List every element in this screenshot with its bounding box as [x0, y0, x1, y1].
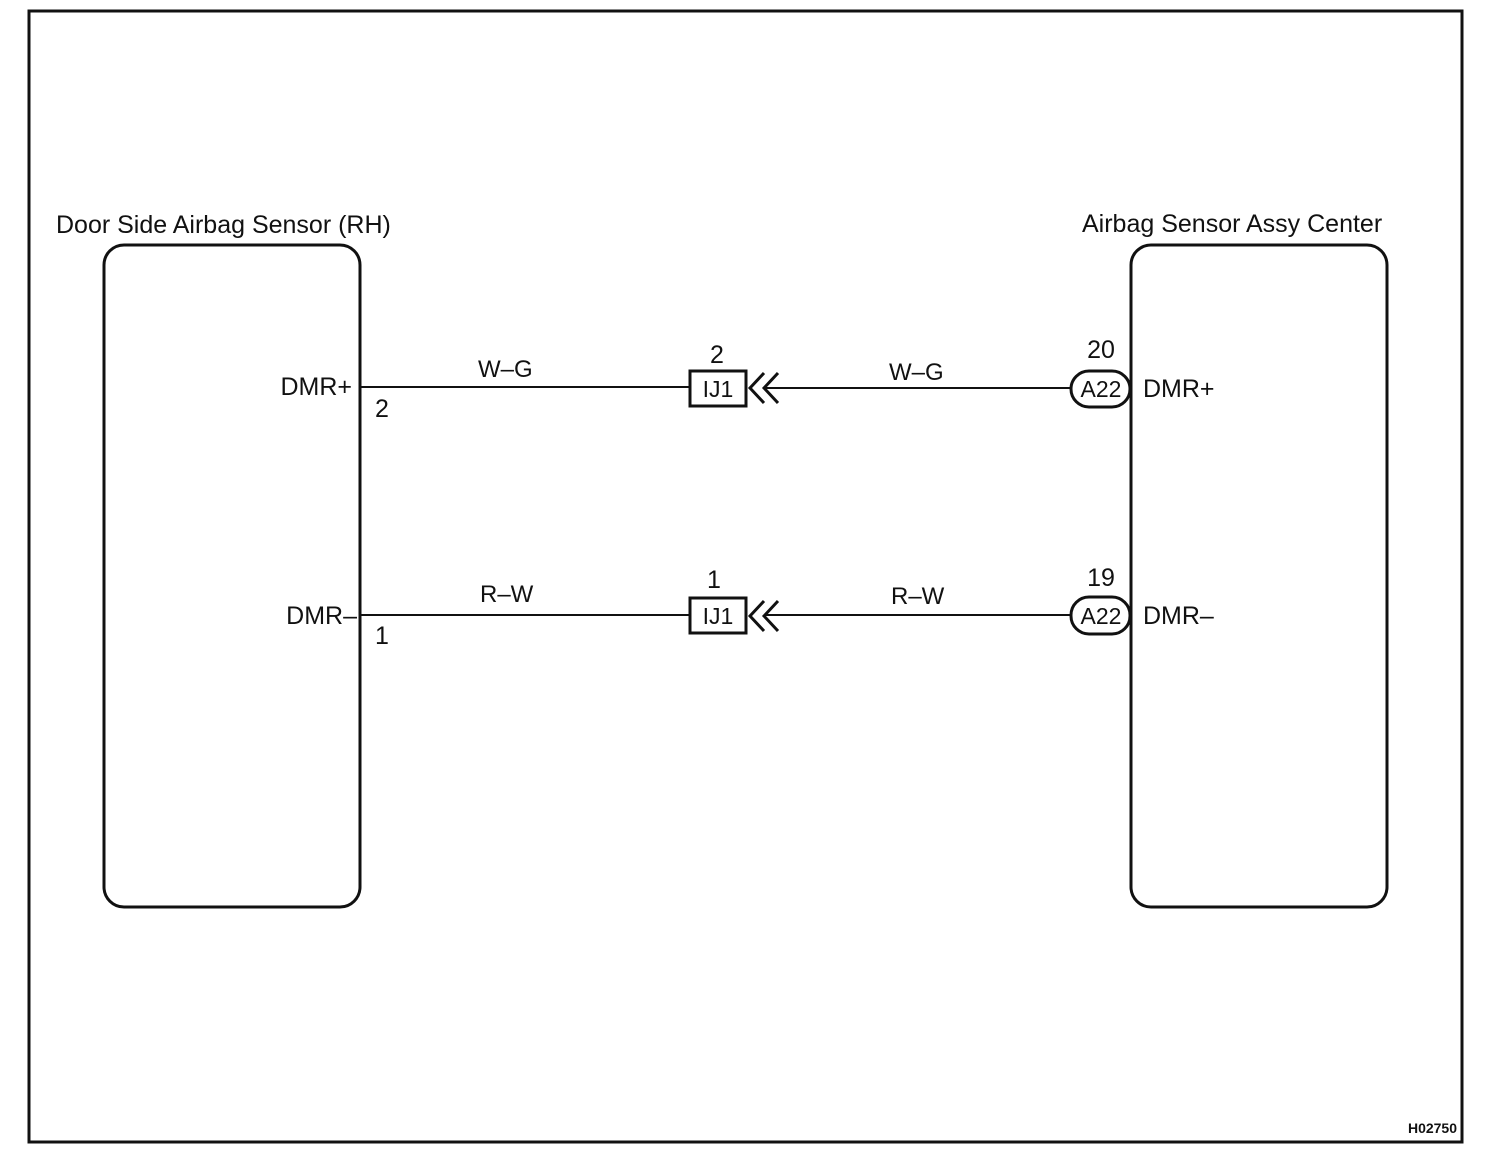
wire-top: DMR+ 2 W–G IJ1 2 W–G A22 20 DMR+: [280, 336, 1214, 423]
left-component-box: [102, 243, 362, 909]
diagram-frame: [27, 9, 1464, 1144]
left-pin-bottom-number: 1: [375, 622, 389, 650]
left-component-title: Door Side Airbag Sensor (RH): [56, 211, 391, 239]
connector-top-oval: [1069, 369, 1132, 409]
junction-top-label: IJ1: [703, 376, 734, 402]
left-pin-top-number: 2: [375, 395, 389, 423]
connector-top-label: A22: [1081, 376, 1122, 402]
wire-top-right-color: W–G: [889, 359, 944, 386]
wire-bottom-left-color: R–W: [480, 581, 534, 608]
left-pin-bottom-label: DMR–: [286, 602, 357, 630]
junction-top-box: [688, 369, 748, 408]
left-pin-top-label: DMR+: [280, 373, 352, 401]
right-component-title: Airbag Sensor Assy Center: [1082, 210, 1382, 238]
wire-top-left-color: W–G: [478, 356, 533, 383]
junction-top-pin: 2: [710, 341, 724, 369]
right-component-box: [1129, 243, 1389, 909]
wire-bottom-right-color: R–W: [891, 583, 945, 610]
right-pin-top-number: 20: [1087, 336, 1115, 364]
right-pin-bottom-label: DMR–: [1143, 602, 1214, 630]
connector-bottom-oval: [1069, 595, 1132, 636]
junction-bottom-box: [688, 596, 748, 635]
wire-bottom: DMR– 1 R–W IJ1 1 R–W A22 19 DMR–: [286, 564, 1214, 650]
right-pin-top-label: DMR+: [1143, 375, 1215, 403]
connector-bottom-label: A22: [1081, 603, 1122, 629]
junction-bottom-label: IJ1: [703, 603, 734, 629]
junction-bottom-pin: 1: [707, 566, 721, 594]
right-pin-bottom-number: 19: [1087, 564, 1115, 592]
diagram-code: H02750: [1408, 1120, 1457, 1136]
